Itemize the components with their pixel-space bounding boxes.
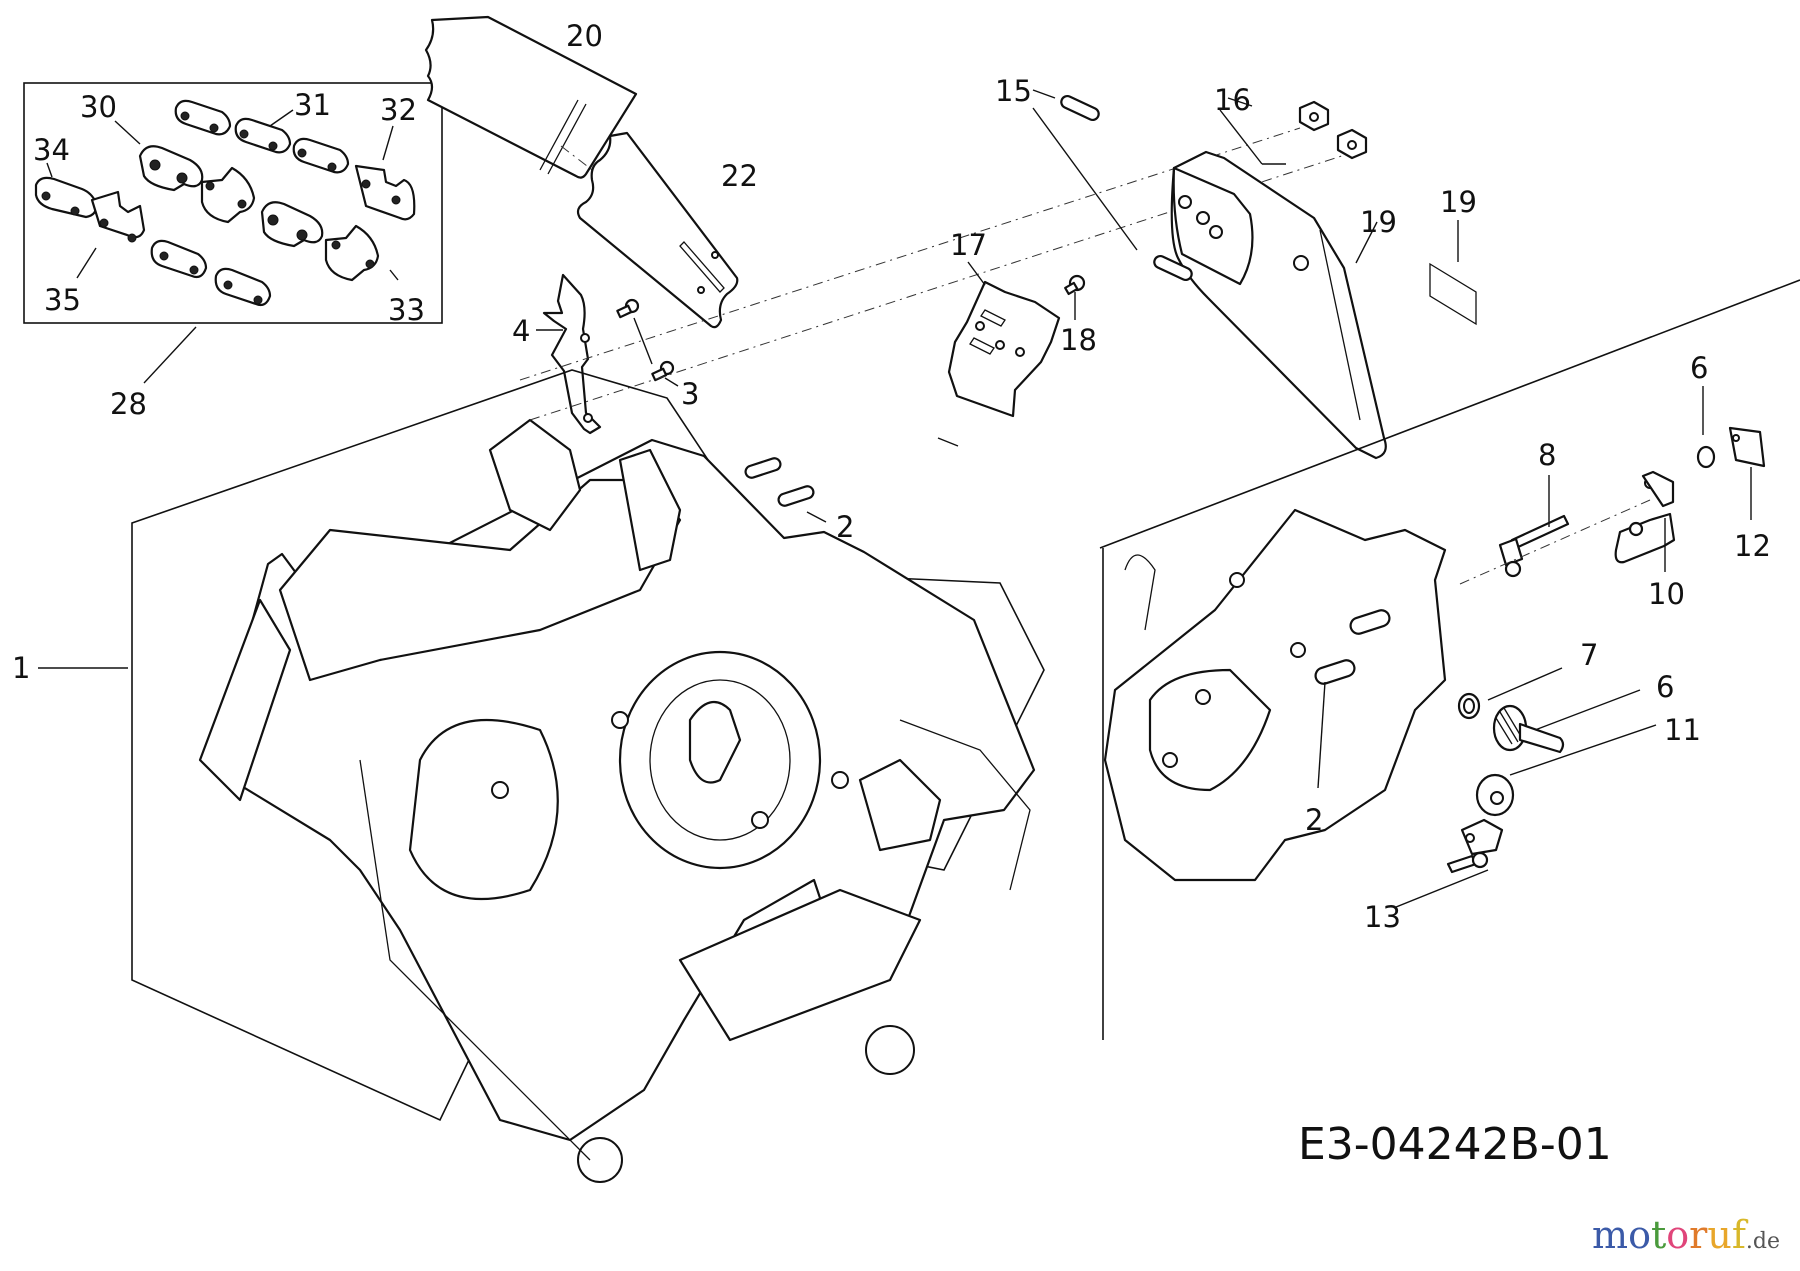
- pins-17: [1060, 94, 1193, 282]
- pump-gear-6: [1492, 704, 1565, 754]
- sprocket-cover-16: [1170, 150, 1387, 460]
- callout-35: 35: [44, 283, 81, 317]
- inner-bar-plate-14: [947, 280, 1061, 418]
- screw-13: [1446, 851, 1489, 874]
- callout-22: 22: [721, 159, 758, 193]
- watermark-suffix: .de: [1745, 1229, 1780, 1254]
- callout-3: 3: [681, 377, 699, 411]
- callout-33: 33: [388, 293, 425, 327]
- callout-18: 16: [1214, 83, 1251, 117]
- callout-32: 30: [80, 90, 117, 124]
- chain-link-34: [354, 164, 416, 221]
- callout-9: 6: [1690, 351, 1708, 385]
- worm-dash-line: [1459, 499, 1651, 585]
- callout-30: 34: [33, 133, 70, 167]
- nuts-18: [1298, 100, 1368, 160]
- adjuster-bracket-10: [1614, 470, 1676, 564]
- chain-link-bottom-a: [150, 239, 208, 279]
- chain-cutter-a: [200, 166, 256, 224]
- callout-17: 15: [995, 74, 1032, 108]
- screw-15: [1064, 274, 1086, 296]
- chain-link-31-row: [174, 99, 350, 174]
- callout-20: 20: [566, 19, 603, 53]
- callout-11: 11: [1664, 713, 1701, 747]
- inset-frame: [23, 82, 443, 324]
- watermark-letter: r: [1689, 1213, 1708, 1257]
- callout-10: 10: [1648, 577, 1685, 611]
- chain-link-35: [90, 190, 146, 243]
- callout-6-text: 6: [1656, 670, 1674, 704]
- assembly-dash-line-a: [519, 127, 1301, 381]
- chain-link-33: [324, 224, 380, 282]
- callout-8: 8: [1538, 438, 1556, 472]
- callout-13: 13: [1364, 900, 1401, 934]
- crankcase-right-half: [1103, 508, 1447, 882]
- callout-4: 4: [512, 314, 530, 348]
- callout-28: 28: [110, 387, 147, 421]
- callout-16: 19: [1360, 205, 1397, 239]
- callout-2-left: 2: [836, 510, 854, 544]
- callout-15: 18: [1060, 323, 1097, 357]
- bolt-3b: [651, 360, 675, 382]
- watermark-letter: m: [1592, 1213, 1629, 1257]
- guide-bar-20: [424, 15, 638, 179]
- motoruf-watermark: motoruf.de: [1592, 1213, 1780, 1257]
- decal-19: [1429, 262, 1477, 326]
- callout-7: 7: [1580, 638, 1598, 672]
- chain-parts-inset: 34 30 31 32 35 33 28: [23, 82, 443, 421]
- watermark-letter: t: [1650, 1213, 1667, 1257]
- callout-14: 17: [950, 228, 987, 262]
- pump-cover-11: [1460, 773, 1515, 856]
- pins-2-left: [744, 457, 815, 507]
- section-divider: [1099, 279, 1800, 549]
- watermark-letter: f: [1731, 1213, 1746, 1257]
- chain-link-bottom-b: [214, 267, 272, 307]
- watermark-letter: u: [1707, 1213, 1732, 1257]
- bar-dash-line: [560, 145, 601, 177]
- callout-2-right: 2: [1305, 803, 1323, 837]
- chain-link-mid: [260, 201, 324, 248]
- drawing-code: E3-04242B-01: [1298, 1119, 1612, 1170]
- callout-12: 12: [1734, 529, 1771, 563]
- chain-catcher-plate-4: [542, 273, 602, 435]
- housing-frame-outline: [131, 369, 1045, 1122]
- oil-pump-worm-8: [1498, 514, 1570, 578]
- bar-plate-22: [576, 131, 739, 329]
- chain-link-32: [138, 145, 204, 192]
- callout-1: 1: [12, 651, 30, 685]
- callout-31: 31: [294, 88, 331, 122]
- crankcase-housing-1: [198, 418, 1036, 1183]
- bolt-3a: [616, 298, 640, 319]
- washer-9: [1696, 445, 1716, 469]
- callout-34: 32: [380, 93, 417, 127]
- watermark-letter: o: [1666, 1213, 1690, 1257]
- chain-link-30: [34, 176, 98, 219]
- watermark-letter: o: [1628, 1213, 1651, 1257]
- callout-19-text: 19: [1440, 185, 1477, 219]
- plate-12: [1728, 426, 1766, 468]
